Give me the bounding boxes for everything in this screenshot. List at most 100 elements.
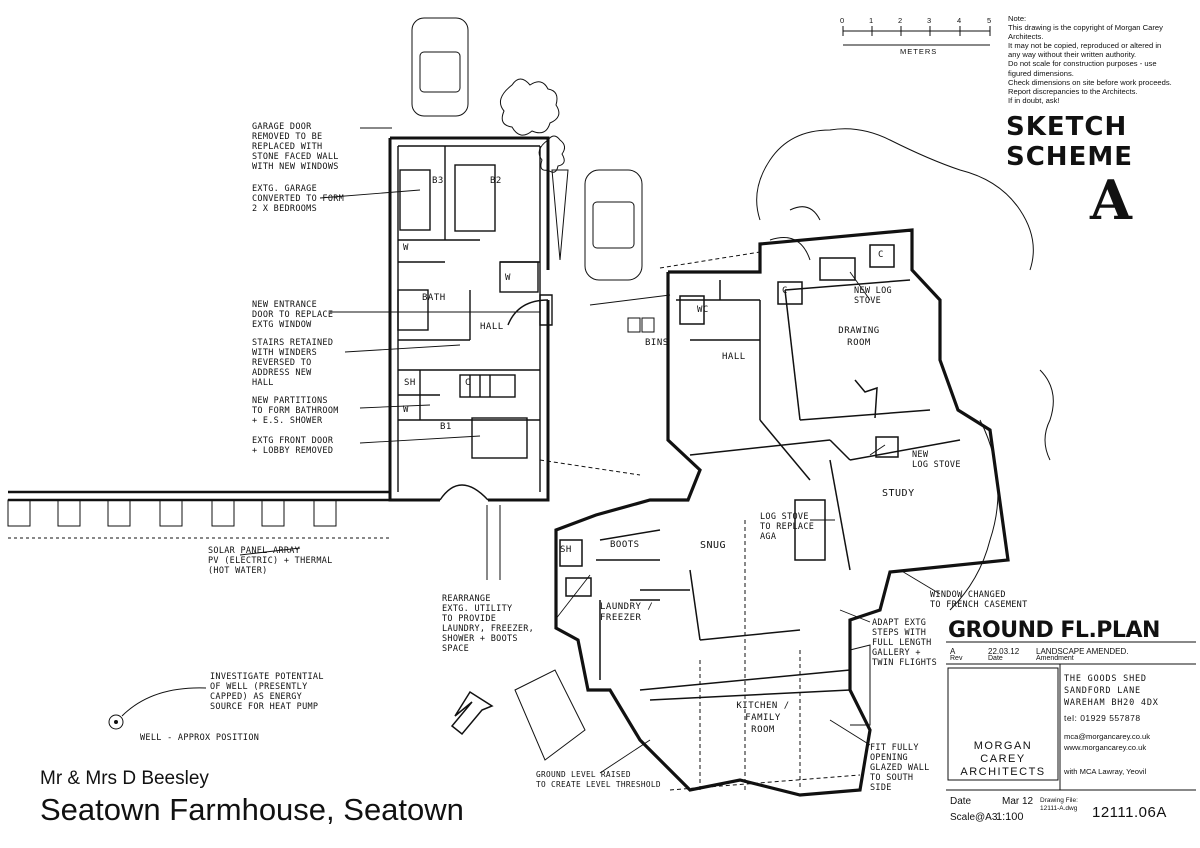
ann-line: ADDRESS NEW bbox=[252, 368, 312, 378]
room-hall-left: HALL bbox=[480, 322, 504, 332]
scale-unit: METERS bbox=[900, 47, 938, 56]
drawing-file-label: Drawing File: bbox=[1040, 797, 1078, 804]
ann-line: LOG STOVE bbox=[912, 460, 961, 470]
note-line: It may not be copied, reproduced or alte… bbox=[1008, 41, 1162, 51]
ann-line: REPLACED WITH bbox=[252, 142, 323, 152]
scheme-title-line1: SKETCH bbox=[1006, 112, 1128, 142]
car-middle bbox=[584, 169, 643, 281]
scale-tick-0: 0 bbox=[840, 16, 845, 25]
ann-line: STAIRS RETAINED bbox=[252, 338, 334, 348]
ann-line: WINDOW CHANGED bbox=[930, 590, 1006, 600]
ann-line: SOLAR PANEL ARRAY bbox=[208, 546, 301, 556]
scale-tick-5: 5 bbox=[987, 16, 992, 25]
ann-line: SPACE bbox=[442, 644, 470, 654]
solar-panels bbox=[7, 499, 390, 539]
ann-line: + LOBBY REMOVED bbox=[252, 446, 334, 456]
architect-logo: MORGAN CAREY ARCHITECTS bbox=[950, 740, 1056, 779]
dashed-lines bbox=[539, 251, 861, 791]
room-w2: W bbox=[505, 273, 511, 283]
ann-line: TWIN FLIGHTS bbox=[872, 658, 938, 668]
note-french-casement: WINDOW CHANGED TO FRENCH CASEMENT bbox=[930, 590, 1028, 610]
firm-line: ARCHITECTS bbox=[960, 766, 1046, 778]
room-c1: C bbox=[782, 286, 788, 296]
note-steps: ADAPT EXTG STEPS WITH FULL LENGTH GALLER… bbox=[872, 618, 937, 668]
ann-line: 2 X BEDROOMS bbox=[252, 204, 318, 214]
note-ground-level: GROUND LEVEL RAISED TO CREATE LEVEL THRE… bbox=[536, 770, 661, 790]
note-log-stove-study: NEW LOG STOVE bbox=[912, 450, 961, 470]
room-bins: BINS bbox=[645, 338, 669, 348]
note-new-entrance: NEW ENTRANCE DOOR TO REPLACE EXTG WINDOW bbox=[252, 300, 333, 330]
ann-line: GROUND LEVEL RAISED bbox=[536, 770, 631, 779]
architect-assoc: with MCA Lawray, Yeovil bbox=[1064, 767, 1147, 776]
ann-line: GALLERY + bbox=[872, 648, 921, 658]
ann-line: TO CREATE LEVEL THRESHOLD bbox=[536, 780, 661, 789]
ann-line: STOVE bbox=[854, 296, 882, 306]
note-line: Note: bbox=[1008, 14, 1027, 23]
north-arrow bbox=[450, 690, 494, 736]
room-kitchen: KITCHEN / FAMILY ROOM bbox=[736, 701, 790, 735]
room-bath: BATH bbox=[422, 293, 446, 303]
room-c-left: C bbox=[465, 378, 471, 388]
room-snug: SNUG bbox=[700, 540, 727, 551]
note-utility: REARRANGE EXTG. UTILITY TO PROVIDE LAUND… bbox=[442, 594, 534, 654]
drawing-file: 12111-A.dwg bbox=[1040, 805, 1078, 812]
room-w3: W bbox=[403, 405, 409, 415]
date-value: Mar 12 bbox=[1002, 796, 1034, 807]
address-line: SANDFORD LANE bbox=[1064, 686, 1141, 696]
room-laundry: LAUNDRY / FREEZER bbox=[600, 602, 654, 623]
ann-line: NEW ENTRANCE bbox=[252, 300, 318, 310]
scheme-letter: A bbox=[1090, 168, 1132, 232]
project-title: Seatown Farmhouse, Seatown bbox=[40, 792, 464, 827]
well-marker bbox=[108, 687, 207, 730]
ann-line: WITH WINDERS bbox=[252, 348, 318, 358]
copyright-note: Note: This drawing is the copyright of M… bbox=[1008, 14, 1198, 105]
ann-line: OPENING bbox=[870, 753, 908, 763]
architect-address: THE GOODS SHED SANDFORD LANE WAREHAM BH2… bbox=[1064, 673, 1159, 709]
architect-email: mca@morgancarey.co.uk bbox=[1064, 732, 1151, 741]
firm-line: CAREY bbox=[980, 753, 1026, 765]
ann-line: TO SOUTH bbox=[870, 773, 914, 783]
ann-line: SOURCE FOR HEAT PUMP bbox=[210, 702, 319, 712]
ann-line: TO PROVIDE bbox=[442, 614, 497, 624]
ann-line: + E.S. SHOWER bbox=[252, 416, 323, 426]
note-line: This drawing is the copyright of Morgan … bbox=[1008, 23, 1163, 33]
ann-line: GLAZED WALL bbox=[870, 763, 930, 773]
room-sh2: SH bbox=[560, 545, 572, 555]
room-study: STUDY bbox=[882, 488, 915, 499]
title-block-frame bbox=[946, 641, 1196, 791]
ann-line: CAPPED) AS ENERGY bbox=[210, 692, 303, 702]
note-solar: SOLAR PANEL ARRAY PV (ELECTRIC) + THERMA… bbox=[208, 546, 333, 576]
scale-tick-1: 1 bbox=[869, 16, 874, 25]
architect-tel: tel: 01929 557878 bbox=[1064, 713, 1141, 723]
ann-line: INVESTIGATE POTENTIAL bbox=[210, 672, 324, 682]
room-sh: SH bbox=[404, 378, 416, 388]
firm-line: MORGAN bbox=[973, 740, 1033, 752]
patio-wall bbox=[8, 490, 390, 502]
ann-line: ADAPT EXTG bbox=[872, 618, 927, 628]
drawing-number: 12111.06A bbox=[1092, 804, 1167, 821]
date-label: Date bbox=[950, 796, 972, 807]
bins bbox=[589, 294, 671, 333]
ann-line: LOG STOVE bbox=[760, 512, 809, 522]
note-log-stove-aga: LOG STOVE TO REPLACE AGA bbox=[760, 512, 814, 542]
address-line: WAREHAM BH20 4DX bbox=[1064, 698, 1159, 708]
date-label-rev: Date bbox=[988, 655, 1003, 662]
ann-line: TO FRENCH CASEMENT bbox=[930, 600, 1028, 610]
scale-tick-4: 4 bbox=[957, 16, 962, 25]
left-wing-walls bbox=[388, 136, 550, 502]
note-front-door: EXTG FRONT DOOR + LOBBY REMOVED bbox=[252, 436, 333, 456]
sheet-title: GROUND FL.PLAN bbox=[948, 618, 1160, 643]
ann-line: NEW LOG bbox=[854, 286, 892, 296]
scale-label: Scale@A3 bbox=[950, 812, 998, 823]
leader-lines bbox=[239, 127, 941, 774]
room-b2: B2 bbox=[490, 176, 502, 186]
ann-line: EXTG. GARAGE bbox=[252, 184, 318, 194]
architect-web: www.morgancarey.co.uk bbox=[1064, 743, 1147, 752]
ann-line: FIT FULLY bbox=[870, 743, 919, 753]
client-name: Mr & Mrs D Beesley bbox=[40, 768, 209, 789]
ann-line: STEPS WITH bbox=[872, 628, 927, 638]
ann-line: REMOVED TO BE bbox=[252, 132, 323, 142]
ann-line: REVERSED TO bbox=[252, 358, 312, 368]
amendment-label: Amendment bbox=[1036, 655, 1074, 662]
scale-tick-3: 3 bbox=[927, 16, 932, 25]
